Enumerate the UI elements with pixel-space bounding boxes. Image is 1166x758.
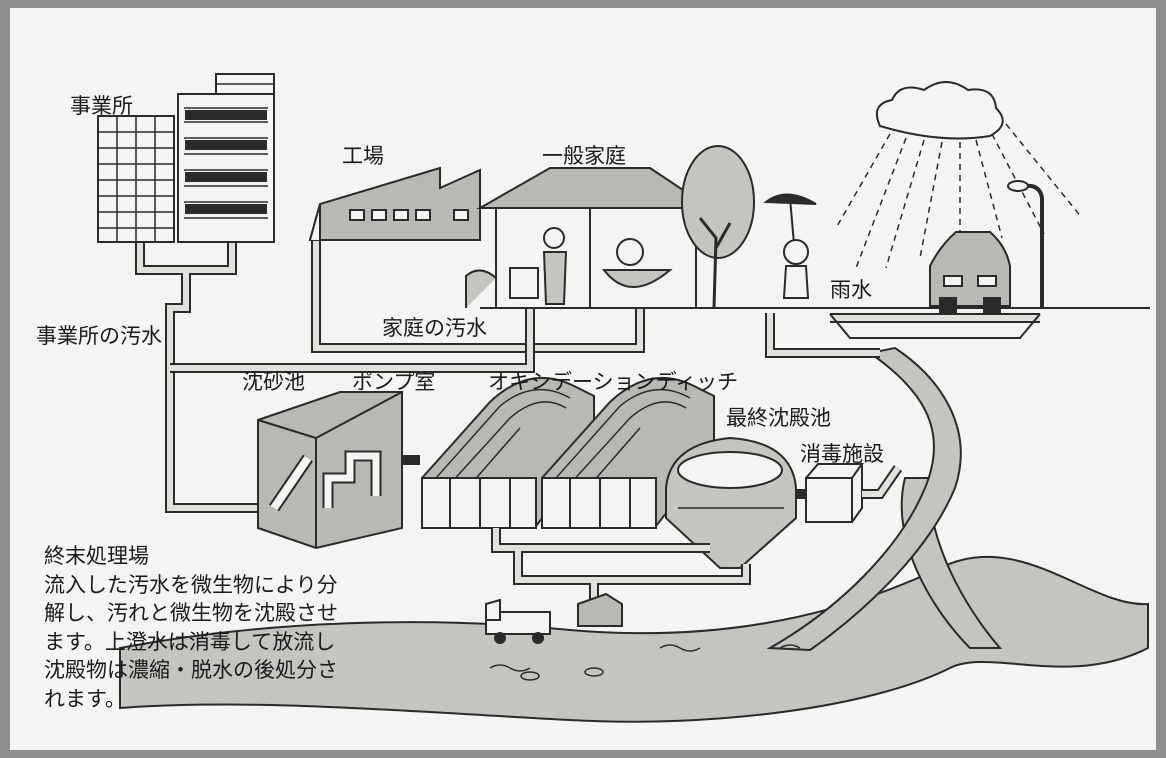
description-title: 終末処理場 [44, 544, 149, 568]
stream-from-rain [766, 346, 962, 652]
factory-building [308, 166, 481, 241]
child [783, 239, 809, 265]
label-household-sewage: 家庭の汚水 [382, 316, 487, 340]
label-grit-chamber: 沈砂池 [242, 370, 305, 394]
description-line: 流入した汚水を微生物により分 [44, 572, 338, 597]
diagram-frame: 事業所 工場 一般家庭 雨水 事業所の汚水 家庭の汚水 沈砂池 ポンプ室 オキシ… [10, 8, 1156, 750]
person-bath [616, 238, 644, 266]
house-roof [476, 167, 714, 209]
cloud [876, 81, 1004, 140]
label-oxidation-ditch: オキシデーションディッチ [488, 370, 739, 394]
disinfection-facility [805, 477, 853, 523]
person-kitchen [543, 227, 565, 249]
label-household: 一般家庭 [542, 144, 626, 168]
label-office: 事業所 [70, 94, 133, 118]
tree [681, 145, 755, 259]
sludge-facility [577, 592, 623, 627]
car [929, 231, 1011, 307]
sewage-system-illustration [97, 73, 1150, 723]
label-pump-room: ポンプ室 [352, 370, 436, 394]
label-factory: 工場 [342, 144, 384, 168]
office-pipe [135, 240, 258, 513]
label-final-settling-tank: 最終沈殿池 [726, 406, 831, 430]
description-line: 沈殿物は濃縮・脱水の後処分さ [44, 658, 338, 682]
sludge-truck [485, 598, 551, 635]
description-line: 解し、汚れと微生物を沈殿させ [44, 601, 338, 625]
label-rainwater: 雨水 [830, 278, 872, 302]
rainwater-sink [829, 313, 1041, 339]
label-office-sewage: 事業所の汚水 [36, 324, 162, 348]
fish [584, 667, 604, 677]
fish [520, 671, 540, 681]
description-line: ます。上澄水は消毒して放流し [44, 629, 336, 654]
label-disinfection-facility: 消毒施設 [800, 442, 884, 466]
street-lamp [1023, 183, 1044, 308]
treatment-plant-description: 終末処理場 流入した汚水を微生物により分 解し、汚れと微生物を沈殿させ ます。上… [44, 542, 484, 713]
description-line: れます。 [44, 686, 126, 711]
